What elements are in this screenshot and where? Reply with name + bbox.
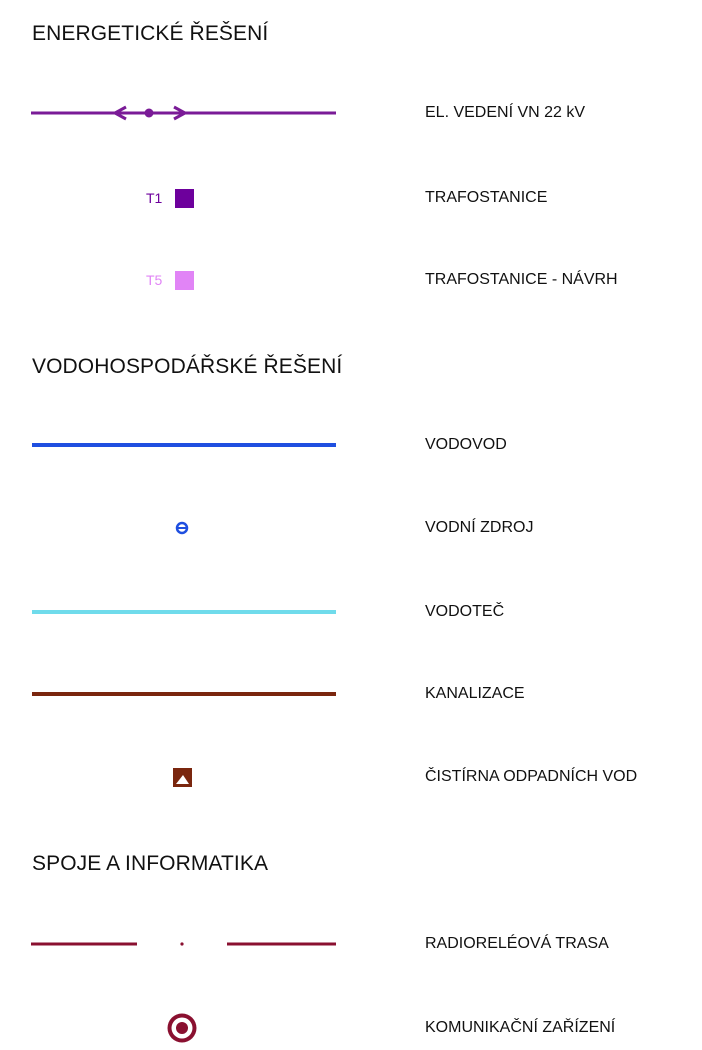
legend-label-radio-relay: RADIORELÉOVÁ TRASA	[425, 935, 609, 952]
legend-row-radio-relay: RADIORELÉOVÁ TRASA	[0, 935, 702, 952]
legend-row-transformer-proposal: T5 TRAFOSTANICE - NÁVRH	[0, 271, 702, 290]
legend-row-power-line: EL. VEDENÍ VN 22 kV	[0, 104, 702, 121]
water-main-line-icon	[32, 443, 336, 447]
legend-row-watercourse: VODOTEČ	[0, 603, 702, 620]
legend-label-watercourse: VODOTEČ	[425, 603, 505, 620]
transformer-proposal-code: T5	[146, 272, 163, 288]
communication-device-icon	[167, 1013, 197, 1043]
radio-relay-route-icon	[31, 942, 336, 946]
legend-row-transformer: T1 TRAFOSTANICE	[0, 189, 702, 208]
legend-row-water-source: VODNÍ ZDROJ	[0, 519, 702, 536]
sewer-line-icon	[32, 692, 336, 696]
legend-row-communication-device: KOMUNIKAČNÍ ZAŘÍZENÍ	[0, 1013, 702, 1043]
legend-label-power-line: EL. VEDENÍ VN 22 kV	[425, 104, 586, 121]
section-title-water: VODOHOSPODÁŘSKÉ ŘEŠENÍ	[32, 355, 343, 378]
section-title-energy: ENERGETICKÉ ŘEŠENÍ	[32, 22, 269, 45]
transformer-proposal-square-icon	[175, 271, 194, 290]
legend-label-transformer-proposal: TRAFOSTANICE - NÁVRH	[425, 271, 618, 288]
transformer-square-icon	[175, 189, 194, 208]
legend-row-water-main: VODOVOD	[0, 436, 702, 453]
legend-row-treatment-plant: ČISTÍRNA ODPADNÍCH VOD	[0, 768, 702, 787]
water-source-icon	[175, 521, 189, 535]
legend-label-sewer: KANALIZACE	[425, 685, 525, 702]
legend-label-communication-device: KOMUNIKAČNÍ ZAŘÍZENÍ	[425, 1019, 616, 1036]
legend-label-transformer: TRAFOSTANICE	[425, 189, 548, 206]
section-title-telecom: SPOJE A INFORMATIKA	[32, 852, 269, 875]
legend-label-water-main: VODOVOD	[425, 436, 507, 453]
legend-label-water-source: VODNÍ ZDROJ	[425, 519, 534, 536]
legend-row-sewer: KANALIZACE	[0, 685, 702, 702]
legend-label-treatment-plant: ČISTÍRNA ODPADNÍCH VOD	[425, 768, 638, 785]
transformer-code: T1	[146, 190, 163, 206]
treatment-plant-icon	[173, 768, 192, 787]
watercourse-line-icon	[32, 610, 336, 614]
power-line-icon	[31, 105, 336, 121]
